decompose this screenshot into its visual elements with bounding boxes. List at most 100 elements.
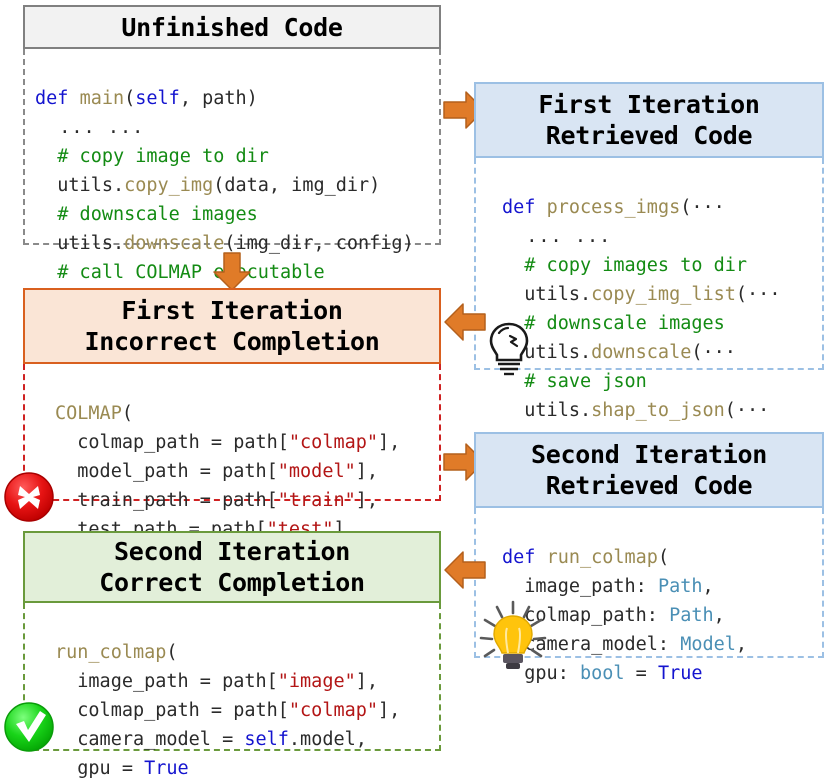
- token-module: utils.: [57, 175, 125, 196]
- token-punct: ],: [378, 700, 401, 721]
- code-line: utils.downscale(img_dir, config): [35, 233, 414, 254]
- token-ellipsis: ... ...: [59, 117, 145, 138]
- code-line: utils.copy_img_list(···: [502, 284, 780, 305]
- code-line: utils.downscale(···: [502, 342, 736, 363]
- second-retrieved-panel: Second Iteration Retrieved Code def run_…: [474, 432, 824, 684]
- code-line: utils.copy_img(data, img_dir): [35, 175, 380, 196]
- code-line-comment: # call COLMAP executable: [35, 262, 325, 283]
- second-retrieved-body: def run_colmap( image_path: Path, colmap…: [474, 508, 824, 684]
- token-module: utils.: [57, 233, 125, 254]
- code-line: model_path = path["model"],: [55, 461, 378, 482]
- token-param: camera_model:: [524, 634, 681, 655]
- token-punct: ],: [355, 490, 379, 511]
- token-function: copy_img_list: [591, 284, 736, 305]
- token-module: utils.: [524, 342, 592, 363]
- code-line-comment: # copy image to dir: [35, 146, 269, 167]
- code-line: image_path: Path,: [502, 576, 714, 597]
- second-completion-title-line1: Second Iteration: [113, 537, 351, 566]
- token-comment: # downscale images: [57, 204, 258, 225]
- token-arg: colmap_path = path[: [77, 432, 289, 453]
- token-operator: =: [624, 663, 658, 684]
- code-line: def main(self, path): [35, 88, 258, 109]
- token-punct: ],: [355, 671, 379, 692]
- first-retrieved-header: First Iteration Retrieved Code: [474, 82, 824, 158]
- first-retrieved-panel: First Iteration Retrieved Code def proce…: [474, 82, 824, 421]
- unfinished-code-panel: Unfinished Code def main(self, path) ...…: [23, 5, 441, 313]
- code-line: train_path = path["train"],: [55, 490, 378, 511]
- token-function: main: [79, 88, 125, 109]
- code-line-comment: # downscale images: [502, 313, 725, 334]
- check-circle-icon: [2, 700, 56, 754]
- code-line: COLMAP(: [55, 403, 133, 424]
- token-param: gpu:: [524, 663, 580, 684]
- token-string: "colmap": [288, 432, 379, 453]
- second-completion-title-line2: Correct Completion: [99, 568, 365, 597]
- token-args: , path): [179, 88, 258, 109]
- token-keyword: True: [657, 663, 703, 684]
- token-args: (···: [724, 400, 770, 421]
- first-completion-panel: First Iteration Incorrect Completion COL…: [23, 288, 441, 540]
- code-line: gpu: bool = True: [502, 663, 703, 684]
- token-punct: ,: [735, 634, 748, 655]
- token-punct: (: [121, 403, 133, 424]
- token-function: COLMAP: [55, 403, 122, 424]
- token-arg: colmap_path = path[: [77, 700, 289, 721]
- token-comment: # downscale images: [524, 313, 725, 334]
- token-string: "model": [277, 461, 356, 482]
- first-retrieved-title-line1: First Iteration: [538, 90, 760, 119]
- token-comment: # save json: [524, 371, 647, 392]
- token-function: process_imgs: [546, 197, 681, 218]
- token-comment: # copy images to dir: [524, 255, 748, 276]
- arrow-first-retrieved-to-first-completion: [443, 300, 487, 344]
- code-line: run_colmap(: [55, 642, 178, 663]
- token-function: shap_to_json: [591, 400, 725, 421]
- token-function: run_colmap: [55, 642, 167, 663]
- token-module: utils.: [524, 400, 592, 421]
- second-retrieved-title-line2: Retrieved Code: [545, 471, 753, 500]
- token-type: Model: [680, 634, 736, 655]
- token-comment: # call COLMAP executable: [57, 262, 325, 283]
- code-line: camera_model = self.model,: [55, 729, 367, 750]
- lightbulb-off-icon: [486, 320, 532, 378]
- token-punct: ,: [713, 605, 725, 626]
- token-keyword: self: [135, 88, 180, 109]
- token-attr: .model,: [288, 729, 367, 750]
- token-function: downscale: [124, 233, 225, 254]
- unfinished-code-header: Unfinished Code: [23, 5, 441, 49]
- code-line-comment: # downscale images: [35, 204, 258, 225]
- token-args: (data, img_dir): [213, 175, 381, 196]
- token-args: (img_dir, config): [224, 233, 414, 254]
- token-keyword: self: [244, 729, 289, 750]
- unfinished-code-title: Unfinished Code: [121, 12, 343, 42]
- token-function: run_colmap: [546, 547, 658, 568]
- second-completion-panel: Second Iteration Correct Completion run_…: [23, 531, 441, 779]
- code-line: def run_colmap(: [502, 547, 669, 568]
- token-arg: train_path = path[: [77, 490, 278, 511]
- token-type: Path: [657, 576, 703, 597]
- code-line: image_path = path["image"],: [55, 671, 378, 692]
- token-keyword: def: [35, 88, 69, 109]
- token-type: Path: [669, 605, 714, 626]
- code-line-comment: # copy images to dir: [502, 255, 747, 276]
- code-line: colmap_path = path["colmap"],: [55, 700, 400, 721]
- token-keyword: True: [144, 758, 189, 779]
- token-function: downscale: [591, 342, 692, 363]
- token-args: (···: [680, 197, 725, 218]
- token-punct: ],: [378, 432, 401, 453]
- token-comment: # copy image to dir: [57, 146, 269, 167]
- code-line: gpu = True: [55, 758, 189, 779]
- code-line: camera_model: Model,: [502, 634, 747, 655]
- token-punct: (: [657, 547, 670, 568]
- token-arg: gpu =: [77, 758, 145, 779]
- code-line-ellipsis: ... ...: [35, 117, 144, 138]
- code-line-ellipsis: ... ...: [502, 226, 611, 247]
- arrow-unfinished-to-first-completion: [210, 252, 254, 292]
- second-retrieved-header: Second Iteration Retrieved Code: [474, 432, 824, 508]
- second-retrieved-title-line1: Second Iteration: [530, 440, 768, 469]
- token-args: (···: [735, 284, 781, 305]
- token-punct: ,: [702, 576, 714, 597]
- token-arg: model_path = path[: [77, 461, 278, 482]
- first-completion-title-line2: Incorrect Completion: [84, 327, 380, 356]
- token-string: "image": [277, 671, 356, 692]
- token-arg: camera_model =: [77, 729, 245, 750]
